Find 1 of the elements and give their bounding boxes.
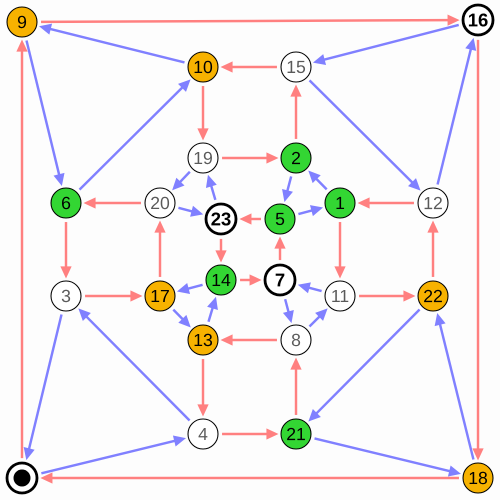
target-circle [6,462,38,494]
